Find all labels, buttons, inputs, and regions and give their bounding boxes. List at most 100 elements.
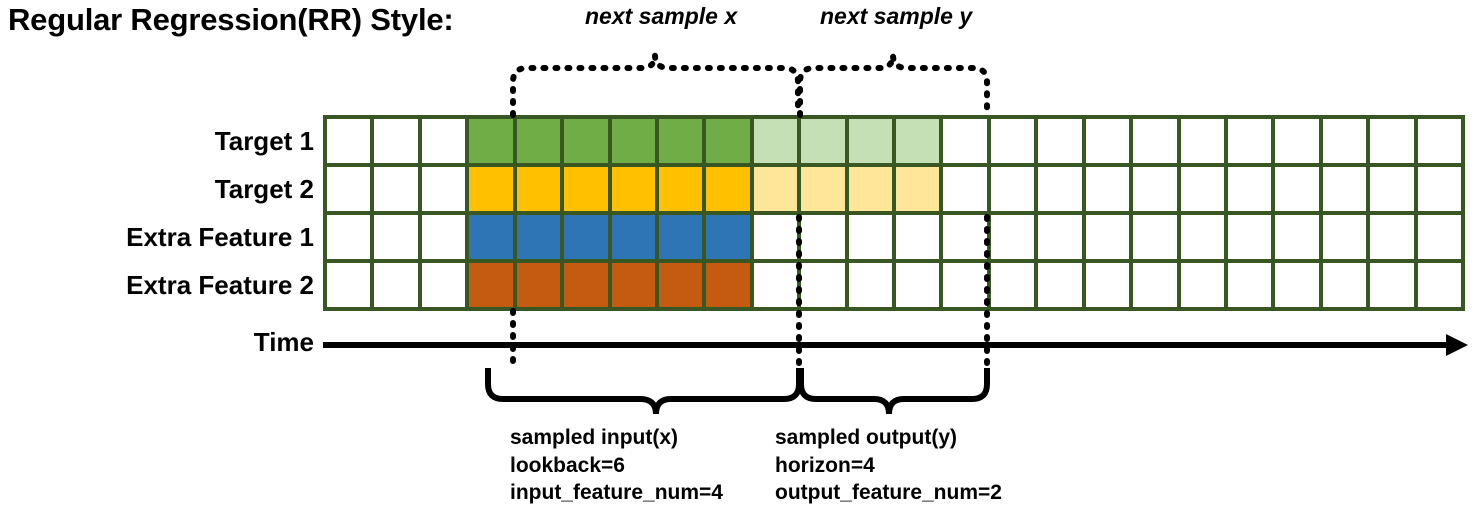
grid-cell-input-r2-c6 (611, 215, 655, 259)
grid-cell-output-r0-c12 (896, 119, 940, 163)
grid-cell-empty-r1-c1 (374, 167, 418, 211)
sampled-input-title: sampled input(x) (510, 426, 679, 449)
grid-cell-empty-r2-c0 (327, 215, 371, 259)
grid-cell-empty-r3-c0 (327, 263, 371, 307)
top-brace-y (797, 54, 990, 118)
bottom-brace-input (485, 368, 802, 415)
grid-cell-output-r1-c10 (801, 167, 845, 211)
row-label-target-2: Target 2 (214, 174, 314, 204)
time-axis-line (323, 342, 1458, 348)
grid-cell-input-r3-c4 (516, 263, 561, 307)
grid-cell-empty-r3-c1 (374, 263, 418, 307)
grid-cell-input-r0-c6 (611, 119, 655, 163)
time-axis-label: Time (253, 327, 314, 357)
grid-cell-empty-r1-c23 (1417, 167, 1461, 211)
grid-cell-empty-r3-c15 (1038, 263, 1082, 307)
grid-cell-empty-r0-c17 (1133, 119, 1177, 163)
row-label-extra-feature-1: Extra Feature 1 (126, 222, 314, 252)
grid-cell-input-r1-c7 (658, 167, 703, 211)
grid-cell-empty-r3-c10 (801, 263, 845, 307)
grid-cell-empty-r0-c1 (374, 119, 418, 163)
grid-cell-empty-r0-c18 (1180, 119, 1224, 163)
sampled-input-feature-num: input_feature_num=4 (510, 481, 723, 505)
grid-cell-empty-r1-c21 (1322, 167, 1367, 211)
grid-cell-output-r0-c11 (848, 119, 892, 163)
sampled-input-lookback: lookback=6 (510, 453, 625, 477)
grid-cell-empty-r3-c13 (943, 263, 987, 307)
grid-cell-empty-r1-c22 (1370, 167, 1414, 211)
caption-sampled-output: sampled output(y) horizon=4 output_featu… (775, 424, 1002, 507)
grid-cell-empty-r3-c14 (990, 263, 1035, 307)
caption-next-sample-y: next sample y (820, 3, 973, 29)
grid-cell-input-r0-c8 (706, 119, 750, 163)
grid-cell-input-r1-c5 (564, 167, 608, 211)
grid-cell-empty-r0-c22 (1370, 119, 1414, 163)
caption-next-sample-x: next sample x (585, 3, 738, 29)
grid-cell-empty-r3-c11 (848, 263, 892, 307)
sampled-output-horizon: horizon=4 (775, 453, 875, 477)
grid-cell-input-r0-c5 (564, 119, 608, 163)
grid-cell-output-r0-c9 (753, 119, 798, 163)
grid-cell-empty-r2-c21 (1322, 215, 1367, 259)
grid-cell-empty-r1-c19 (1227, 167, 1272, 211)
bottom-brace-output (798, 368, 990, 415)
caption-sampled-input: sampled input(x) lookback=6 input_featur… (510, 424, 723, 507)
grid-cell-empty-r2-c2 (421, 215, 466, 259)
grid-cell-empty-r0-c14 (990, 119, 1035, 163)
grid-cell-empty-r2-c10 (801, 215, 845, 259)
grid-cell-output-r1-c11 (848, 167, 892, 211)
grid-cell-input-r2-c3 (469, 215, 513, 259)
grid-cell-empty-r3-c23 (1417, 263, 1461, 307)
grid-cell-empty-r0-c15 (1038, 119, 1082, 163)
grid-cell-empty-r2-c11 (848, 215, 892, 259)
grid-cell-input-r3-c6 (611, 263, 655, 307)
grid-cell-input-r2-c4 (516, 215, 561, 259)
grid-cell-input-r1-c4 (516, 167, 561, 211)
grid-cell-empty-r2-c18 (1180, 215, 1224, 259)
grid-cell-input-r3-c8 (706, 263, 750, 307)
grid-cell-empty-r2-c16 (1085, 215, 1130, 259)
grid-cell-empty-r2-c13 (943, 215, 987, 259)
grid-cell-empty-r1-c20 (1275, 167, 1319, 211)
grid-cell-empty-r2-c9 (753, 215, 798, 259)
grid-cell-empty-r3-c12 (896, 263, 940, 307)
grid-cell-empty-r0-c13 (943, 119, 987, 163)
grid-cell-input-r3-c3 (469, 263, 513, 307)
grid-cell-output-r1-c9 (753, 167, 798, 211)
grid-cell-empty-r3-c22 (1370, 263, 1414, 307)
timeline-grid (323, 115, 1465, 311)
grid-cell-empty-r1-c16 (1085, 167, 1130, 211)
grid-cell-empty-r0-c0 (327, 119, 371, 163)
grid-cell-empty-r2-c14 (990, 215, 1035, 259)
top-brace-x (510, 54, 801, 118)
grid-cell-empty-r0-c2 (421, 119, 466, 163)
grid-cell-empty-r2-c22 (1370, 215, 1414, 259)
grid-cell-input-r2-c7 (658, 215, 703, 259)
grid-cell-empty-r3-c21 (1322, 263, 1367, 307)
grid-cell-empty-r1-c2 (421, 167, 466, 211)
grid-cell-output-r1-c12 (896, 167, 940, 211)
grid-cell-output-r0-c10 (801, 119, 845, 163)
grid-cell-input-r1-c8 (706, 167, 750, 211)
sampled-output-title: sampled output(y) (775, 426, 957, 449)
page-title: Regular Regression(RR) Style: (8, 2, 454, 37)
grid-cell-empty-r2-c19 (1227, 215, 1272, 259)
grid-cell-input-r3-c7 (658, 263, 703, 307)
row-label-target-1: Target 1 (214, 126, 314, 156)
grid-cell-empty-r0-c19 (1227, 119, 1272, 163)
grid-cell-empty-r3-c17 (1133, 263, 1177, 307)
grid-cell-empty-r0-c16 (1085, 119, 1130, 163)
time-axis-arrow-icon (1446, 334, 1468, 356)
grid-cell-input-r0-c4 (516, 119, 561, 163)
grid-cell-empty-r0-c20 (1275, 119, 1319, 163)
grid-cell-empty-r0-c21 (1322, 119, 1367, 163)
grid-cell-empty-r2-c1 (374, 215, 418, 259)
grid-cell-empty-r1-c0 (327, 167, 371, 211)
grid-cell-empty-r1-c13 (943, 167, 987, 211)
grid-cell-input-r2-c8 (706, 215, 750, 259)
grid-cell-empty-r2-c17 (1133, 215, 1177, 259)
grid-cell-input-r0-c3 (469, 119, 513, 163)
grid-cell-input-r2-c5 (564, 215, 608, 259)
grid-cell-empty-r3-c16 (1085, 263, 1130, 307)
